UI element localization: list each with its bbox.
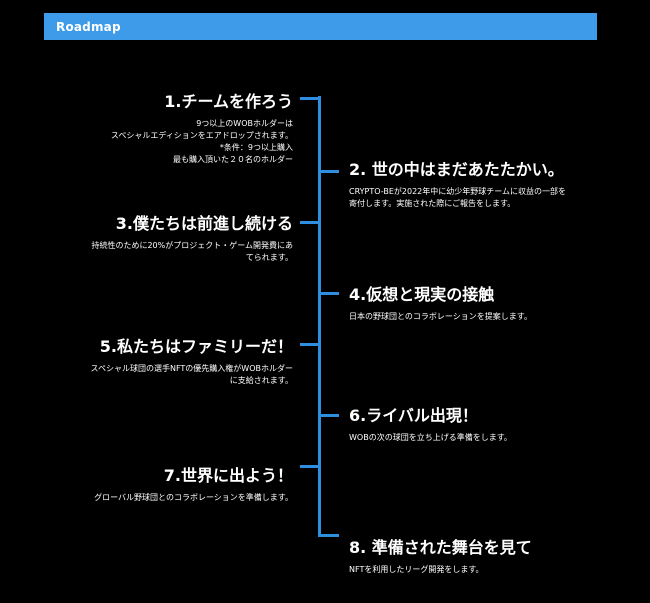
roadmap-item-desc: CRYPTO-BEが2022年中に幼少年野球チームに収益の一部を 寄付します。実… (349, 186, 566, 210)
desc-line: NFTを利用したリーグ開発をします。 (349, 565, 484, 574)
desc-line: グローバル野球団とのコラボレーションを準備します。 (94, 493, 293, 502)
timeline-tick-3 (300, 221, 320, 224)
roadmap-header: Roadmap (44, 13, 597, 40)
roadmap-item-8: 8. 準備された舞台を見て NFTを利用したリーグ開発をします。 (349, 538, 532, 576)
timeline-tick-2 (319, 170, 339, 173)
roadmap-item-2: 2. 世の中はまだあたたかい。 CRYPTO-BEが2022年中に幼少年野球チー… (349, 160, 566, 210)
roadmap-item-4: 4.仮想と現実の接触 日本の野球団とのコラボレーションを提案します。 (349, 285, 532, 323)
timeline-tick-1 (300, 97, 320, 100)
roadmap-item-3: 3.僕たちは前進し続ける 持続性のために20%がプロジェクト・ゲーム開発費にあ … (91, 214, 293, 264)
roadmap-item-1: 1.チームを作ろう 9つ以上のWOBホルダーは スペシャルエディションをエアドロ… (111, 92, 293, 166)
desc-line: スペシャルエディションをエアドロップされます。 (110, 131, 293, 140)
timeline-tick-5 (300, 343, 320, 346)
roadmap-item-title: 3.僕たちは前進し続ける (115, 214, 293, 233)
timeline-tick-7 (300, 465, 320, 468)
desc-line: 寄付します。実施された際にご報告をします。 (349, 199, 516, 208)
desc-line: てられます。 (245, 253, 293, 262)
roadmap-item-title: 7.世界に出よう！ (163, 466, 293, 485)
desc-line: WOBの次の球団を立ち上げる準備をします。 (349, 433, 512, 442)
roadmap-item-title: 1.チームを作ろう (164, 92, 293, 111)
roadmap-item-title: 6.ライバル出現！ (349, 406, 478, 425)
roadmap-item-desc: NFTを利用したリーグ開発をします。 (349, 564, 532, 576)
roadmap-item-desc: グローバル野球団とのコラボレーションを準備します。 (94, 492, 293, 504)
roadmap-item-desc: スペシャル球団の選手NFTの優先購入権がWOBホルダー に支給されます。 (91, 363, 293, 387)
roadmap-item-5: 5.私たちはファミリーだ！ スペシャル球団の選手NFTの優先購入権がWOBホルダ… (91, 337, 293, 387)
desc-line: 9つ以上のWOBホルダーは (196, 119, 293, 128)
timeline-line (318, 96, 321, 537)
roadmap-item-7: 7.世界に出よう！ グローバル野球団とのコラボレーションを準備します。 (94, 466, 293, 504)
timeline-tick-6 (319, 414, 339, 417)
roadmap-item-title: 5.私たちはファミリーだ！ (99, 337, 293, 356)
roadmap-item-desc: WOBの次の球団を立ち上げる準備をします。 (349, 432, 512, 444)
desc-line: 持続性のために20%がプロジェクト・ゲーム開発費にあ (91, 241, 293, 250)
roadmap-item-desc: 日本の野球団とのコラボレーションを提案します。 (349, 311, 532, 323)
roadmap-item-desc: 9つ以上のWOBホルダーは スペシャルエディションをエアドロップされます。 *条… (111, 118, 293, 166)
desc-line: に支給されます。 (229, 376, 293, 385)
desc-line: 最も購入頂いた２０名のホルダー (173, 155, 293, 164)
desc-line: スペシャル球団の選手NFTの優先購入権がWOBホルダー (90, 364, 293, 373)
roadmap-item-title: 2. 世の中はまだあたたかい。 (349, 160, 564, 179)
timeline-tick-8 (319, 534, 339, 537)
timeline-tick-4 (319, 292, 339, 295)
desc-line: CRYPTO-BEが2022年中に幼少年野球チームに収益の一部を (349, 187, 567, 196)
roadmap-item-6: 6.ライバル出現！ WOBの次の球団を立ち上げる準備をします。 (349, 406, 512, 444)
desc-line: 日本の野球団とのコラボレーションを提案します。 (349, 312, 532, 321)
roadmap-item-desc: 持続性のために20%がプロジェクト・ゲーム開発費にあ てられます。 (91, 240, 293, 264)
roadmap-item-title: 8. 準備された舞台を見て (349, 538, 532, 557)
desc-line: *条件：9つ以上購入 (219, 143, 293, 152)
roadmap-item-title: 4.仮想と現実の接触 (349, 285, 495, 304)
roadmap-title: Roadmap (56, 19, 121, 34)
